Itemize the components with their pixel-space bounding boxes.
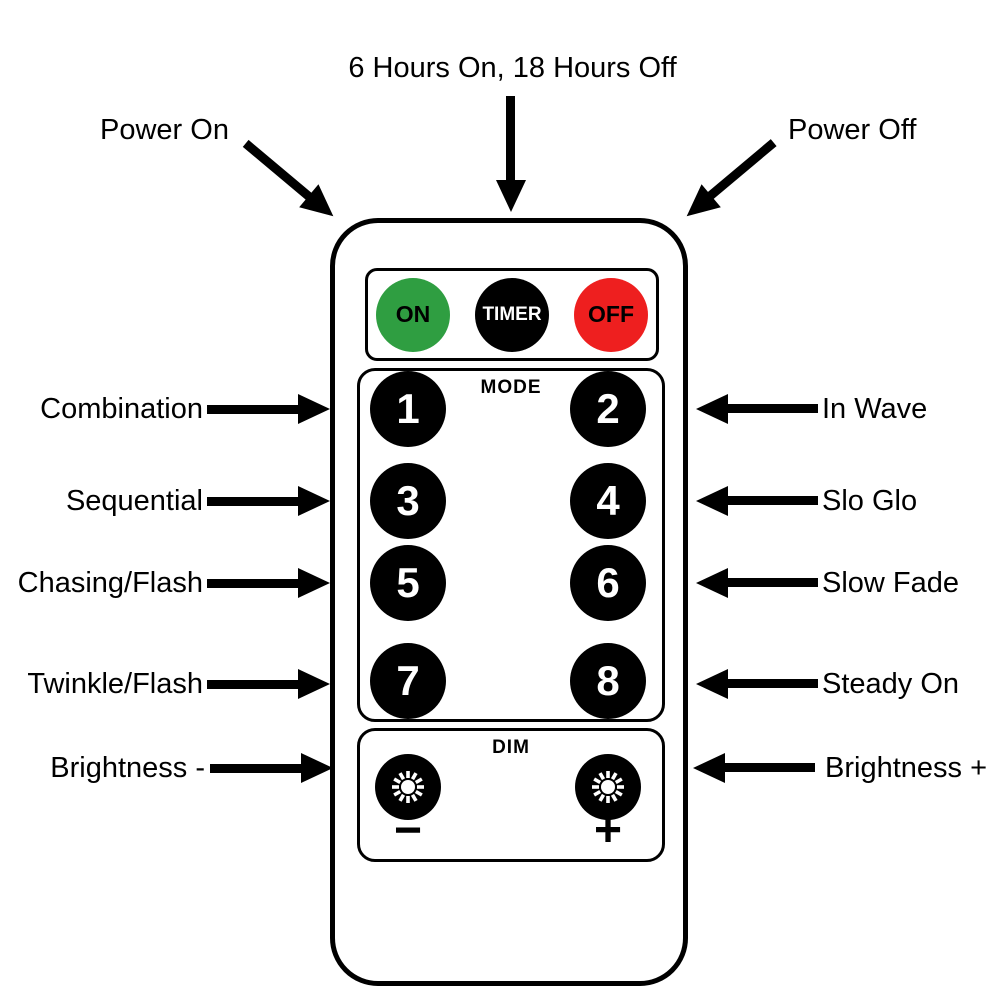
sun-rays-icon [392,771,424,803]
mode-button-7[interactable]: 7 [370,643,446,719]
mode-button-6[interactable]: 6 [570,545,646,621]
mode-panel: MODE 1 2 3 4 5 6 7 8 [357,368,665,722]
combination-arrow [207,394,330,424]
power-off-arrow [677,132,784,228]
sequential-callout-label: Sequential [65,485,203,517]
in-wave-callout-label: In Wave [822,393,928,425]
brightness-minus-callout-label: Brightness - [50,752,205,784]
power-off-callout-label: Power Off [788,114,917,146]
timer-callout-label: 6 Hours On, 18 Hours Off [348,52,677,84]
twinkle-flash-callout-label: Twinkle/Flash [27,668,203,700]
in-wave-arrow [696,394,818,424]
slo-glo-arrow [696,486,818,516]
dim-minus-sign: − [393,804,423,857]
timer-arrow [496,96,526,212]
combination-callout-label: Combination [40,393,203,425]
mode-button-5[interactable]: 5 [370,545,446,621]
remote-control: ON TIMER OFF MODE 1 2 3 4 5 6 7 8 DIM [330,218,688,986]
on-button[interactable]: ON [376,277,450,352]
power-on-arrow [236,132,343,228]
slow-fade-arrow [696,568,818,598]
brightness-plus-callout-label: Brightness + [825,752,988,784]
slo-glo-callout-label: Slo Glo [822,485,918,517]
steady-on-callout-label: Steady On [822,668,960,700]
twinkle-flash-arrow [207,669,330,699]
mode-button-1[interactable]: 1 [370,371,446,447]
brightness-plus-arrow [693,753,815,783]
off-button[interactable]: OFF [574,277,648,352]
mode-button-3[interactable]: 3 [370,463,446,539]
power-on-callout-label: Power On [100,114,229,146]
sequential-arrow [207,486,330,516]
timer-button[interactable]: TIMER [475,277,549,352]
dim-plus-sign: + [593,804,623,857]
steady-on-arrow [696,669,818,699]
brightness-up-button[interactable] [575,754,641,820]
slow-fade-callout-label: Slow Fade [822,567,960,599]
sun-rays-icon [592,771,624,803]
dim-panel: DIM [357,728,665,862]
chasing-flash-arrow [207,568,330,598]
power-button-panel: ON TIMER OFF [365,268,659,361]
dim-panel-title: DIM [492,737,530,758]
mode-button-2[interactable]: 2 [570,371,646,447]
brightness-down-button[interactable] [375,754,441,820]
mode-panel-title: MODE [480,377,542,398]
brightness-minus-arrow [210,753,333,783]
chasing-flash-callout-label: Chasing/Flash [17,567,203,599]
mode-button-4[interactable]: 4 [570,463,646,539]
mode-button-8[interactable]: 8 [570,643,646,719]
